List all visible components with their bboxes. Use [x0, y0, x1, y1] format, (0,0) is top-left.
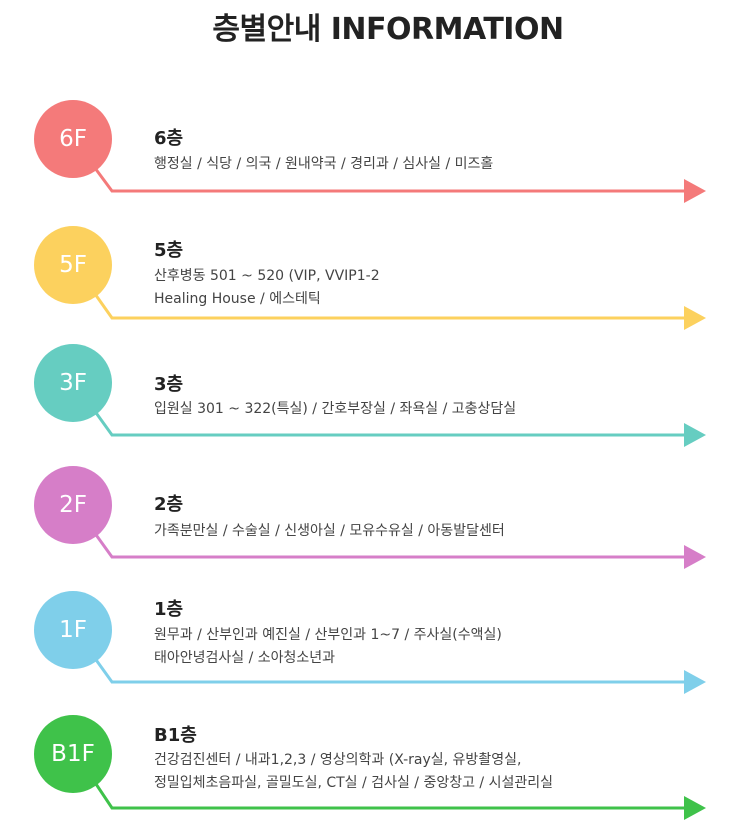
floor-description-6f: 행정실 / 식당 / 의국 / 원내약국 / 경리과 / 심사실 / 미즈홀 — [154, 153, 493, 176]
floor-badge-b1f: B1F — [34, 715, 112, 793]
floor-badge-5f: 5F — [34, 226, 112, 304]
floor-title-1f: 1층 — [154, 599, 184, 620]
floor-description-b1f: 건강검진센터 / 내과1,2,3 / 영상의학과 (X-ray실, 유방촬영실,… — [154, 749, 553, 795]
floor-badge-2f: 2F — [34, 466, 112, 544]
description-line: 행정실 / 식당 / 의국 / 원내약국 / 경리과 / 심사실 / 미즈홀 — [154, 156, 494, 172]
floor-title-6f: 6층 — [154, 128, 184, 149]
floor-badge-3f: 3F — [34, 344, 112, 422]
arrow-line-2f — [92, 531, 706, 569]
floor-1f: 1F 1층 원무과 / 산부인과 예진실 / 산부인과 1~7 / 주사실(수액… — [0, 591, 748, 701]
floor-3f: 3F 3층 입원실 301 ~ 322(특실) / 간호부장실 / 좌욕실 / … — [0, 344, 748, 454]
floor-description-2f: 가족분만실 / 수술실 / 신생아실 / 모유수유실 / 아동발달센터 — [154, 520, 505, 543]
description-line: 입원실 301 ~ 322(특실) / 간호부장실 / 좌욕실 / 고충상담실 — [154, 401, 517, 417]
floor-title-2f: 2층 — [154, 494, 184, 515]
description-line: 정밀입체초음파실, 골밀도실, CT실 / 검사실 / 중앙창고 / 시설관리실 — [154, 775, 553, 791]
arrow-line-6f — [90, 163, 706, 203]
floor-description-3f: 입원실 301 ~ 322(특실) / 간호부장실 / 좌욕실 / 고충상담실 — [154, 398, 516, 421]
floor-b1f: B1F B1층 건강검진센터 / 내과1,2,3 / 영상의학과 (X-ray실… — [0, 715, 748, 827]
floor-6f: 6F 6층 행정실 / 식당 / 의국 / 원내약국 / 경리과 / 심사실 /… — [0, 100, 748, 210]
page-title: 층별안내 INFORMATION — [212, 12, 564, 47]
description-line: 원무과 / 산부인과 예진실 / 산부인과 1~7 / 주사실(수액실) — [154, 627, 502, 643]
description-line: 산후병동 501 ~ 520 (VIP, VVIP1-2 — [154, 268, 380, 284]
description-line: Healing House / 에스테틱 — [154, 291, 321, 307]
arrow-line-1f — [92, 656, 706, 694]
floor-description-1f: 원무과 / 산부인과 예진실 / 산부인과 1~7 / 주사실(수액실) 태아안… — [154, 624, 502, 670]
floor-badge-1f: 1F — [34, 591, 112, 669]
floor-badge-6f: 6F — [34, 100, 112, 178]
description-line: 가족분만실 / 수술실 / 신생아실 / 모유수유실 / 아동발달센터 — [154, 523, 505, 539]
floor-title-3f: 3층 — [154, 374, 184, 395]
floor-5f: 5F 5층 산후병동 501 ~ 520 (VIP, VVIP1-2 Heali… — [0, 226, 748, 338]
description-line: 건강검진센터 / 내과1,2,3 / 영상의학과 (X-ray실, 유방촬영실, — [154, 752, 522, 768]
floor-title-5f: 5층 — [154, 240, 184, 261]
floor-2f: 2F 2층 가족분만실 / 수술실 / 신생아실 / 모유수유실 / 아동발달센… — [0, 466, 748, 576]
floor-title-b1f: B1층 — [154, 725, 197, 746]
floor-description-5f: 산후병동 501 ~ 520 (VIP, VVIP1-2 Healing Hou… — [154, 265, 380, 311]
arrow-line-3f — [92, 409, 706, 447]
arrow-line-b1f — [92, 780, 706, 820]
description-line: 태아안녕검사실 / 소아청소년과 — [154, 650, 336, 666]
